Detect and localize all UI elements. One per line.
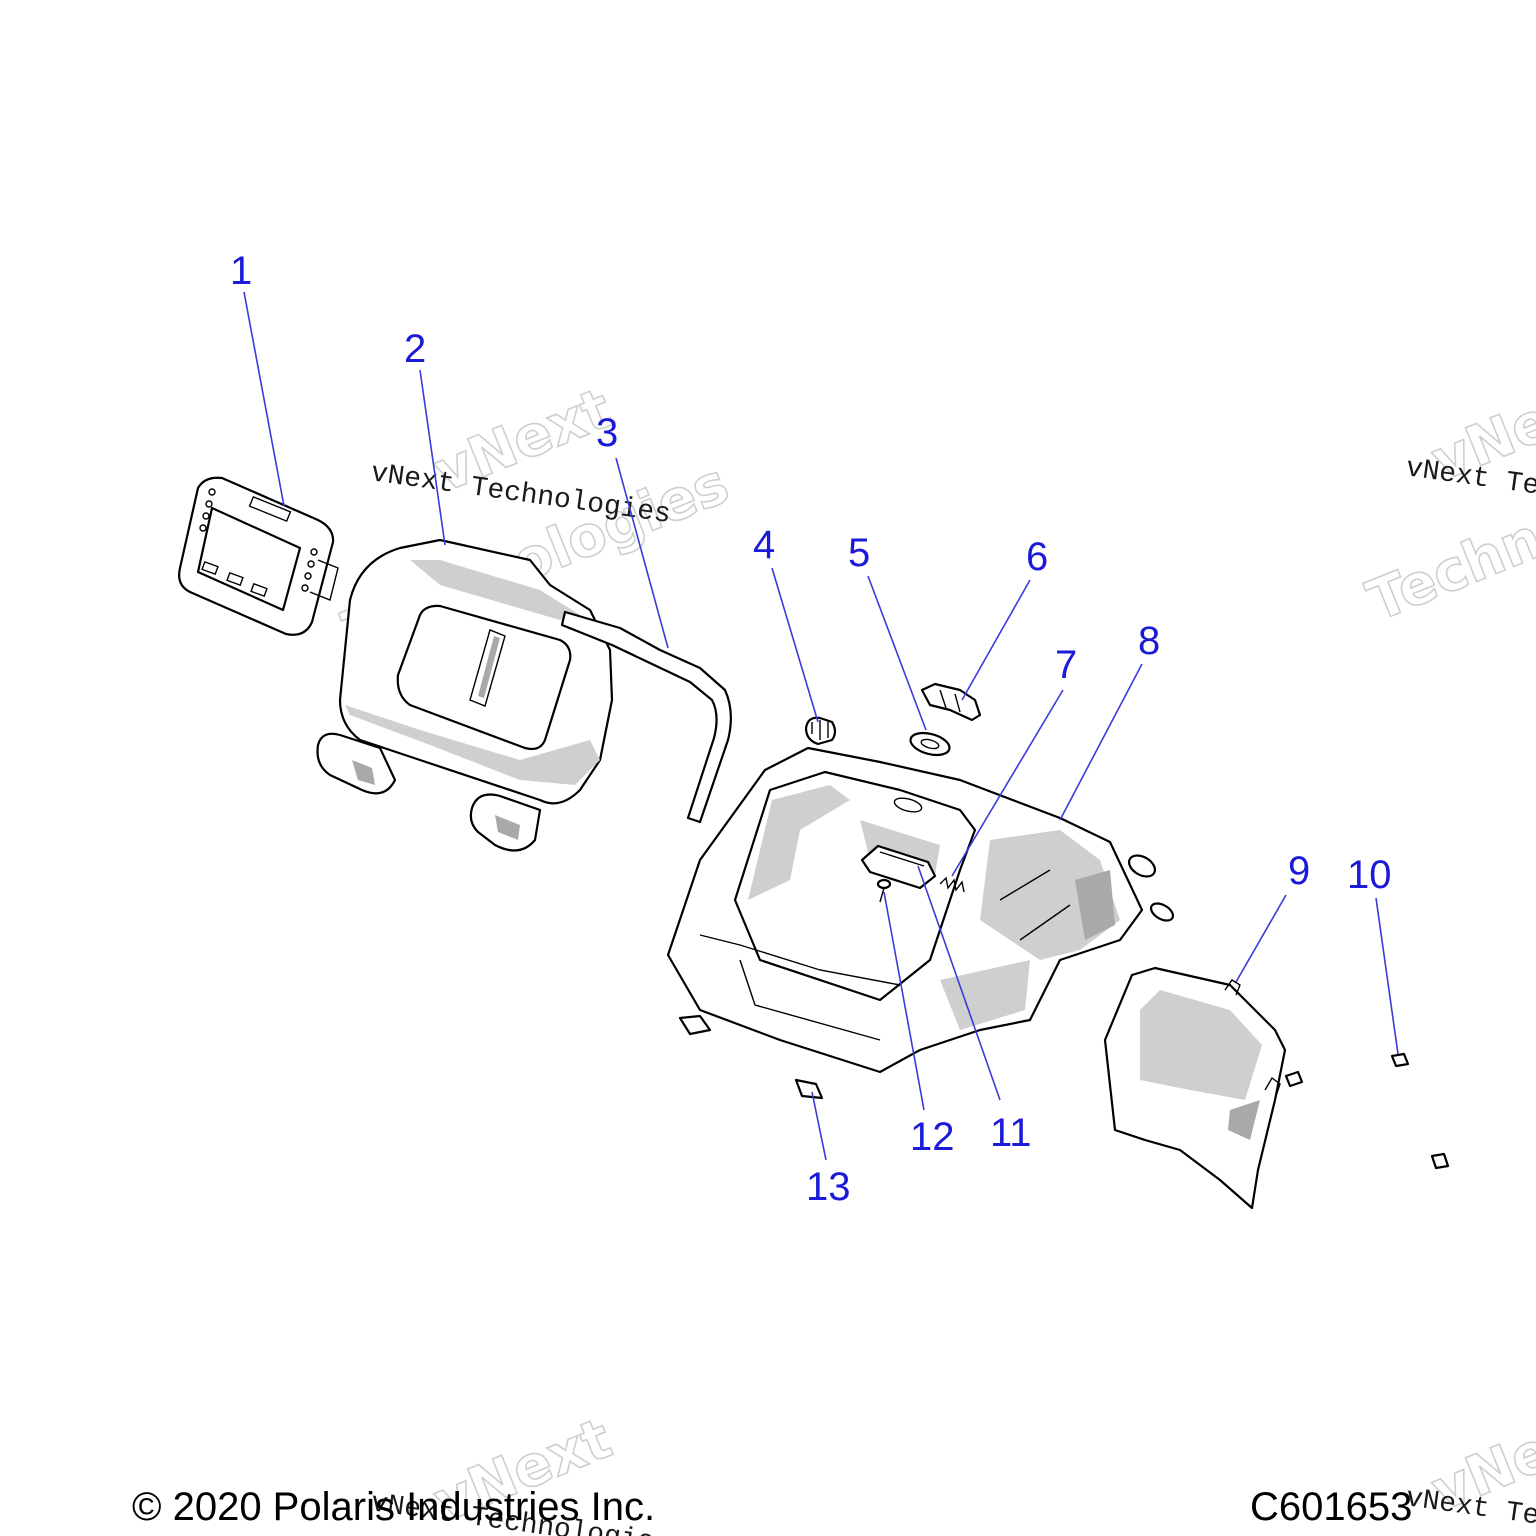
leader-lines	[243, 291, 1399, 1161]
part-5-grommet	[909, 731, 951, 757]
footer: © 2020 Polaris Industries Inc. C601653	[132, 1485, 1412, 1529]
callout-3: 3	[596, 411, 618, 455]
callout-12: 12	[910, 1115, 955, 1159]
part-12-screw	[876, 878, 892, 903]
part-1-instrument-cluster	[178, 476, 339, 636]
callout-7: 7	[1055, 643, 1077, 687]
part-2-dash-pod	[316, 538, 614, 852]
part-4-plug	[804, 716, 837, 746]
copyright-text: © 2020 Polaris Industries Inc.	[132, 1485, 655, 1529]
callout-5: 5	[848, 531, 870, 575]
part-10-screws	[1284, 1052, 1450, 1170]
part-8-main-housing	[666, 746, 1144, 1074]
callout-13: 13	[806, 1165, 851, 1209]
side-grommets	[1127, 854, 1175, 922]
part-3-seal-strip	[560, 610, 732, 824]
callout-4: 4	[753, 523, 775, 567]
part-13-fasteners	[678, 1014, 824, 1100]
callout-labels: 1 2 3 4 5 6 7 8 9 10 11 12 13	[230, 249, 1392, 1209]
part-7-spring	[939, 876, 965, 893]
watermark-bottom-right: vNext vNext Technologies	[1404, 1394, 1536, 1536]
callout-11: 11	[990, 1111, 1032, 1155]
callout-8: 8	[1138, 619, 1160, 663]
watermark-top-right: vNext Technologies vNext Technologies	[1358, 364, 1536, 635]
part-6-clip	[920, 682, 982, 722]
part-11-latch	[860, 844, 937, 890]
callout-1: 1	[230, 249, 252, 293]
part-9-lower-cover	[1103, 966, 1287, 1210]
callout-10: 10	[1347, 853, 1392, 897]
diagram-code: C601653	[1250, 1485, 1412, 1529]
callout-9: 9	[1288, 849, 1310, 893]
callout-2: 2	[404, 327, 426, 371]
callout-6: 6	[1026, 535, 1048, 579]
